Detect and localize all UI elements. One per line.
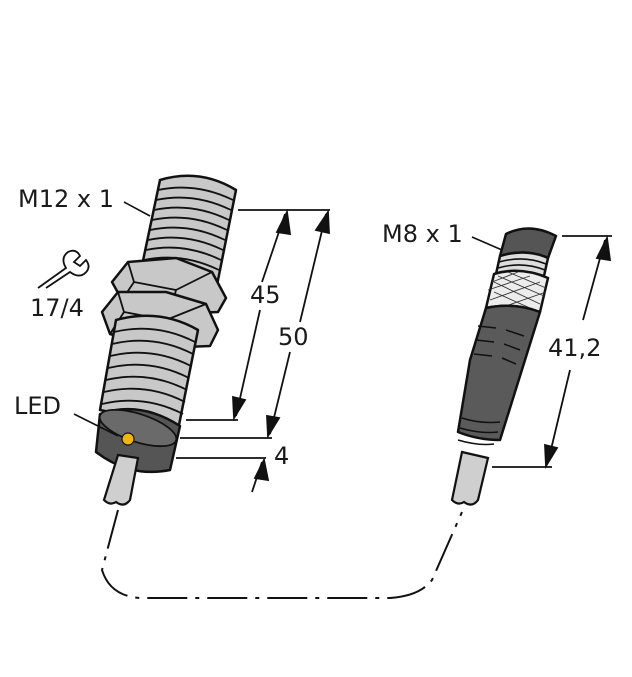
leader-lines <box>73 201 503 437</box>
wrench-size-label: 17/4 <box>30 294 84 322</box>
connector-thread-label: M8 x 1 <box>382 220 463 248</box>
dim-4-label: 4 <box>274 442 289 470</box>
dim-45-label: 45 <box>250 281 281 309</box>
sensor-cable <box>102 453 140 506</box>
dim-50-label: 50 <box>278 323 309 351</box>
connector-body <box>456 227 558 446</box>
dimension-lines <box>176 208 612 493</box>
dim-41-2-label: 41,2 <box>548 334 601 362</box>
led-indicator <box>121 432 135 446</box>
connector-cable <box>450 450 490 506</box>
sensor-body <box>94 174 238 474</box>
cable-link-line <box>100 509 463 599</box>
led-label: LED <box>14 392 61 420</box>
wrench-icon <box>37 249 90 289</box>
sensor-thread-label: M12 x 1 <box>18 185 114 213</box>
